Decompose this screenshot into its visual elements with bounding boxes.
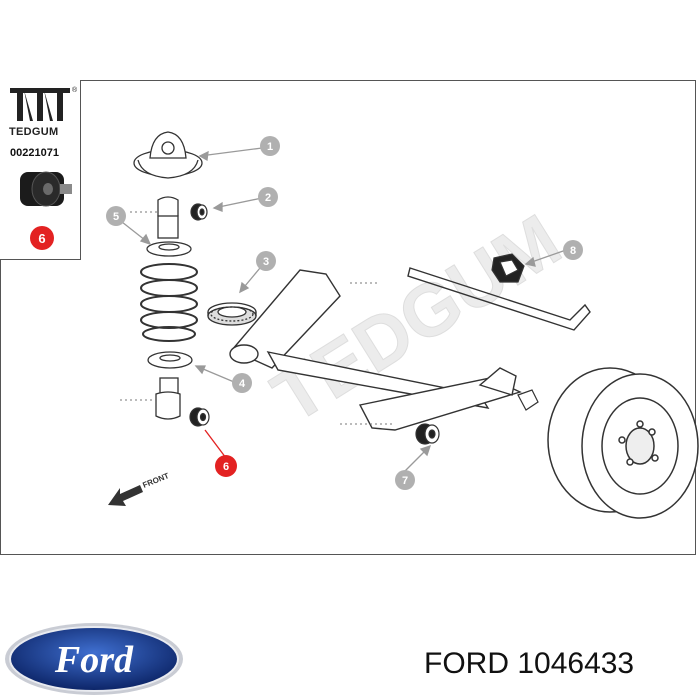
- svg-text:8: 8: [570, 245, 576, 257]
- coil-spring: [140, 263, 198, 342]
- callout-6: 6: [215, 455, 237, 477]
- svg-text:6: 6: [223, 461, 229, 473]
- callout-2: 2: [258, 187, 278, 207]
- callout-8: 8: [563, 240, 583, 260]
- svg-text:2: 2: [265, 192, 271, 204]
- bushing-6: [189, 407, 210, 427]
- ford-logo: Ford: [5, 623, 183, 695]
- spring-seat-upper: [146, 241, 192, 257]
- callout-5: 5: [106, 206, 126, 226]
- inset-part-number: 00221071: [10, 147, 59, 159]
- part-caption: FORD 1046433: [424, 647, 635, 680]
- callout-4: 4: [232, 373, 252, 393]
- wheel: [547, 367, 699, 519]
- callout-7: 7: [395, 470, 415, 490]
- diagram-frame: [0, 80, 696, 555]
- callout-1: 1: [260, 136, 280, 156]
- callout-arrows: [121, 147, 567, 473]
- svg-text:3: 3: [263, 256, 269, 268]
- spring-seat-lower: [147, 351, 193, 369]
- inset-badge: 6: [30, 226, 54, 250]
- lower-sleeve: [155, 377, 181, 420]
- leader-lines: [120, 211, 395, 425]
- svg-text:7: 7: [402, 475, 408, 487]
- bushing-product-icon: [20, 171, 72, 207]
- upper-sleeve: [157, 196, 179, 239]
- inset-brand: TEDGUM: [9, 126, 59, 138]
- bushing-2: [190, 203, 208, 221]
- stabilizer-bar: [407, 267, 591, 331]
- svg-text:4: 4: [239, 378, 246, 390]
- bushing-8: [491, 253, 525, 283]
- registered-mark: ®: [72, 86, 78, 94]
- svg-text:Ford: Ford: [54, 639, 134, 681]
- hub-bracket: [517, 389, 539, 411]
- svg-text:5: 5: [113, 211, 119, 223]
- svg-text:1: 1: [267, 141, 273, 153]
- top-mount: [133, 131, 203, 179]
- svg-text:6: 6: [38, 231, 45, 246]
- bearing-3: [207, 302, 257, 326]
- bushing-7: [415, 423, 440, 445]
- tedgum-logo: [10, 88, 70, 121]
- callout-3: 3: [256, 251, 276, 271]
- rear-axle: [229, 269, 522, 431]
